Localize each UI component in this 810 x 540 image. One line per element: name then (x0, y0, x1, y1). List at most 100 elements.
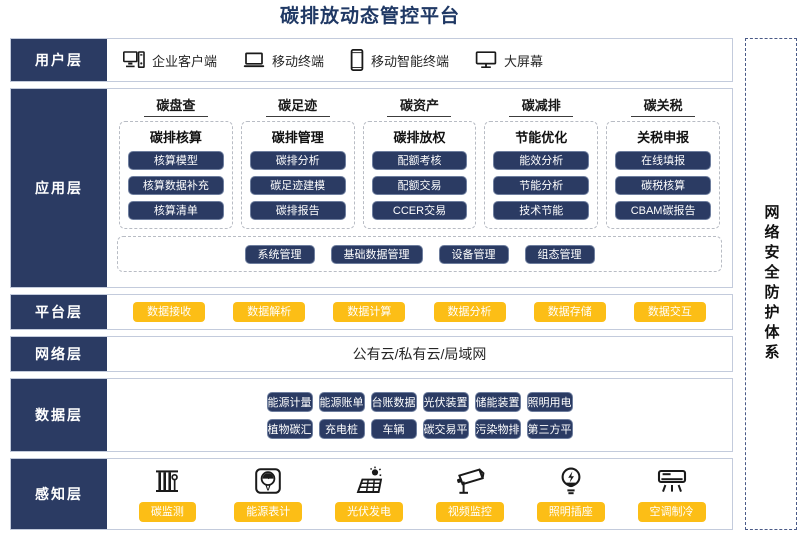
app-item[interactable]: CBAM碳报告 (615, 201, 711, 220)
app-item[interactable]: 核算模型 (128, 151, 224, 170)
desktop-computer-icon (123, 51, 145, 69)
user-item-label: 移动终端 (272, 53, 325, 69)
app-service-item[interactable]: 设备管理 (438, 244, 509, 264)
platform-item[interactable]: 数据计算 (333, 302, 406, 322)
perception-item-lighting-socket[interactable]: 照明插座 (520, 466, 621, 522)
layer-user-label: 用户层 (11, 39, 107, 81)
app-item[interactable]: 核算数据补充 (128, 176, 224, 195)
app-group-subtitle: 碳排核算 (149, 130, 202, 145)
perception-item-label: 光伏发电 (335, 502, 404, 522)
app-group-carbon-asset: 碳资产 碳排放权 配额考核 配额交易 CCER交易 (362, 95, 477, 229)
app-service-item[interactable]: 基础数据管理 (330, 244, 423, 264)
carbon-sensor-icon (154, 466, 180, 496)
data-item[interactable]: 能源计量 (266, 391, 313, 412)
layer-perception: 感知层 碳监测 (10, 458, 733, 530)
data-item[interactable]: 污染物排放 (474, 418, 521, 439)
layer-platform: 平台层 数据接收 数据解析 数据计算 数据分析 数据存储 数据交互 (10, 294, 733, 330)
data-item[interactable]: 光伏装置 (422, 391, 469, 412)
app-group-title: 碳盘查 (143, 95, 208, 117)
data-item[interactable]: 植物碳汇 (266, 418, 313, 439)
platform-item[interactable]: 数据解析 (233, 302, 306, 322)
user-item-label: 大屏幕 (504, 53, 544, 69)
data-item[interactable]: 车辆 (370, 418, 417, 439)
perception-item-video-surveillance[interactable]: 视频监控 (419, 466, 520, 522)
layer-data-body: 能源计量 能源账单 台账数据 光伏装置 储能装置 照明用电 植物碳汇 充电桩 车… (107, 379, 732, 451)
app-group-box: 节能优化 能效分析 节能分析 技术节能 (484, 121, 599, 229)
app-item[interactable]: 节能分析 (493, 176, 590, 195)
app-group-subtitle: 节能优化 (515, 130, 568, 145)
app-service-item[interactable]: 系统管理 (244, 244, 315, 264)
data-row: 植物碳汇 充电桩 车辆 碳交易平台 污染物排放 第三方平台 (266, 418, 573, 439)
app-group-subtitle: 关税申报 (637, 130, 690, 145)
layer-platform-label: 平台层 (11, 295, 107, 329)
data-item[interactable]: 储能装置 (474, 391, 521, 412)
app-item[interactable]: CCER交易 (371, 201, 468, 220)
perception-item-label: 碳监测 (138, 502, 196, 522)
layer-user-body: 企业客户端 移动终端 (107, 39, 732, 81)
data-item[interactable]: 碳交易平台 (422, 418, 469, 439)
network-security-band-label: 网络安全防护体系 (762, 204, 780, 364)
app-item[interactable]: 配额考核 (371, 151, 468, 170)
data-item[interactable]: 照明用电 (526, 391, 573, 412)
app-group-box: 关税申报 在线填报 碳税核算 CBAM碳报告 (606, 121, 720, 229)
app-group-subtitle: 碳排管理 (271, 130, 324, 145)
perception-item-label: 照明插座 (536, 502, 605, 522)
data-row: 能源计量 能源账单 台账数据 光伏装置 储能装置 照明用电 (266, 391, 573, 412)
app-group-carbon-inventory: 碳盘查 碳排核算 核算模型 核算数据补充 核算清单 (119, 95, 233, 229)
app-service-item[interactable]: 组态管理 (524, 244, 595, 264)
data-item[interactable]: 充电桩 (318, 418, 365, 439)
page-title: 碳排放动态管控平台 (279, 6, 460, 27)
data-item[interactable]: 台账数据 (370, 391, 417, 412)
user-item-smart-mobile-terminal[interactable]: 移动智能终端 (350, 49, 449, 71)
layer-perception-body: 碳监测 V 能源表计 (107, 459, 732, 529)
perception-item-label: 空调制冷 (637, 502, 706, 522)
layer-application-label: 应用层 (11, 89, 107, 287)
svg-text:V: V (265, 483, 271, 493)
app-group-box: 碳排核算 核算模型 核算数据补充 核算清单 (119, 121, 233, 229)
layer-user: 用户层 企业客户端 (10, 38, 733, 82)
large-screen-icon (475, 51, 497, 69)
layer-network-label: 网络层 (11, 337, 107, 371)
perception-item-air-conditioning[interactable]: 空调制冷 (621, 466, 722, 522)
user-item-mobile-terminal[interactable]: 移动终端 (243, 51, 324, 70)
app-group-carbon-reduction: 碳减排 节能优化 能效分析 节能分析 技术节能 (484, 95, 599, 229)
network-security-band: 网络安全防护体系 (745, 38, 797, 530)
app-item[interactable]: 碳税核算 (615, 176, 711, 195)
app-item[interactable]: 核算清单 (128, 201, 224, 220)
air-conditioner-icon (656, 466, 688, 496)
application-common-services: 系统管理 基础数据管理 设备管理 组态管理 (117, 236, 722, 272)
layer-platform-body: 数据接收 数据解析 数据计算 数据分析 数据存储 数据交互 (107, 295, 732, 329)
layer-network: 网络层 公有云/私有云/局域网 (10, 336, 733, 372)
platform-item[interactable]: 数据接收 (133, 302, 206, 322)
app-group-title: 碳资产 (387, 95, 452, 117)
cctv-camera-icon (455, 466, 485, 496)
laptop-icon (243, 51, 265, 69)
user-item-large-screen[interactable]: 大屏幕 (475, 51, 543, 70)
perception-item-solar-power[interactable]: 光伏发电 (319, 466, 420, 522)
app-item[interactable]: 在线填报 (615, 151, 711, 170)
app-item[interactable]: 碳排分析 (249, 151, 346, 170)
layer-perception-label: 感知层 (11, 459, 107, 529)
platform-item[interactable]: 数据分析 (433, 302, 506, 322)
layer-data: 数据层 能源计量 能源账单 台账数据 光伏装置 储能装置 照明用电 植物碳汇 充… (10, 378, 733, 452)
solar-panel-icon (354, 466, 384, 496)
app-group-subtitle: 碳排放权 (393, 130, 446, 145)
data-item[interactable]: 第三方平台 (526, 418, 573, 439)
user-item-enterprise-client[interactable]: 企业客户端 (123, 51, 217, 70)
smartphone-icon (350, 49, 364, 71)
app-item[interactable]: 碳排报告 (249, 201, 346, 220)
layer-application: 应用层 碳盘查 碳排核算 核算模型 核算数据补充 核算清单 碳足迹 (10, 88, 733, 288)
app-item[interactable]: 配额交易 (371, 176, 468, 195)
perception-item-label: 视频监控 (435, 502, 504, 522)
perception-item-energy-meter[interactable]: V 能源表计 (218, 466, 319, 522)
app-item[interactable]: 碳足迹建模 (249, 176, 346, 195)
app-group-carbon-footprint: 碳足迹 碳排管理 碳排分析 碳足迹建模 碳排报告 (240, 95, 355, 229)
perception-item-carbon-monitoring[interactable]: 碳监测 (117, 466, 218, 522)
platform-item[interactable]: 数据存储 (533, 302, 606, 322)
data-item[interactable]: 能源账单 (318, 391, 365, 412)
layer-application-body: 碳盘查 碳排核算 核算模型 核算数据补充 核算清单 碳足迹 碳排管理 碳排分析 … (107, 89, 732, 287)
platform-item[interactable]: 数据交互 (633, 302, 706, 322)
app-item[interactable]: 技术节能 (493, 201, 590, 220)
app-item[interactable]: 能效分析 (493, 151, 590, 170)
